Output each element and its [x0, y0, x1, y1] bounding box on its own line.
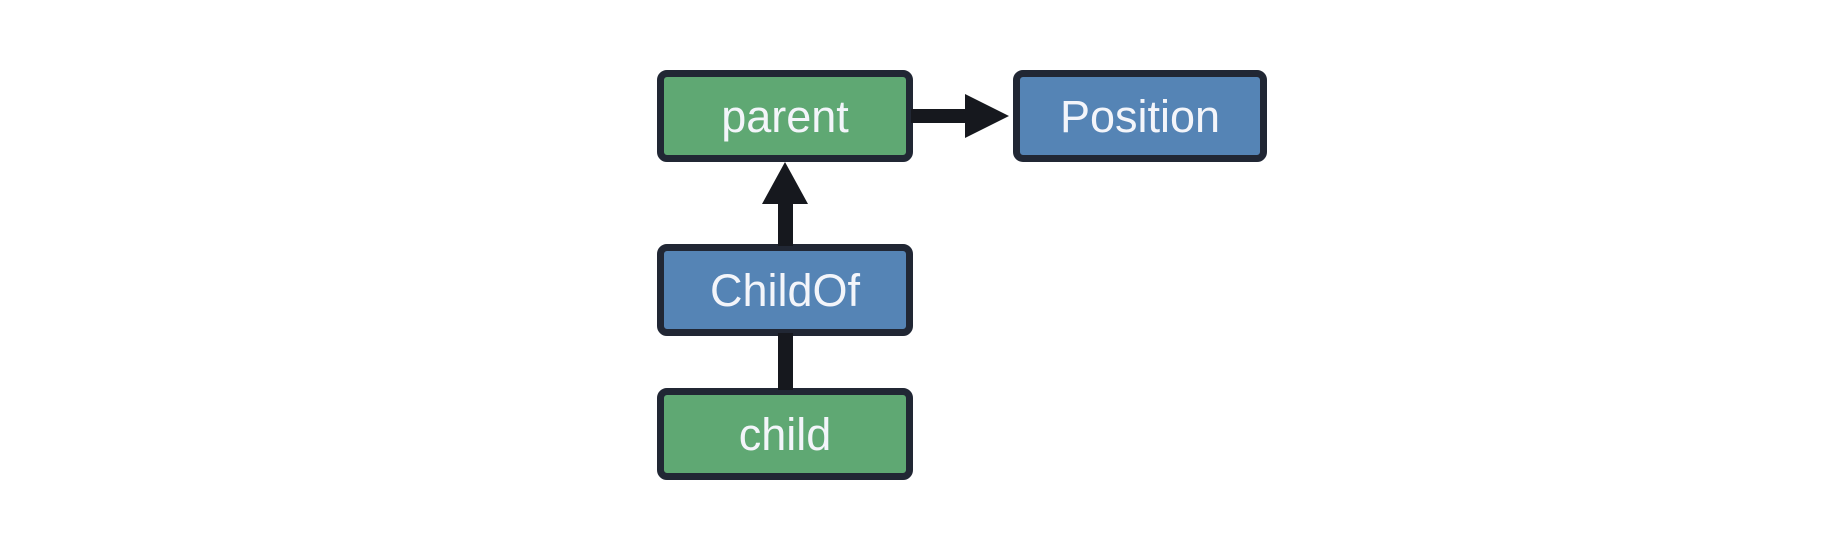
node-position: Position — [1013, 70, 1267, 162]
node-child: child — [657, 388, 913, 480]
arrowhead-up-icon — [762, 162, 808, 204]
edge-childof-parent-shaft — [778, 200, 793, 246]
node-childof-label: ChildOf — [709, 264, 861, 316]
node-position-label: Position — [1059, 90, 1221, 142]
node-parent: parent — [657, 70, 913, 162]
node-child-label: child — [738, 408, 832, 460]
arrowhead-right-icon — [965, 94, 1009, 138]
edge-child-childof-line — [778, 333, 793, 390]
edge-parent-position-shaft — [911, 109, 969, 123]
node-parent-label: parent — [721, 90, 849, 142]
node-childof: ChildOf — [657, 244, 913, 336]
